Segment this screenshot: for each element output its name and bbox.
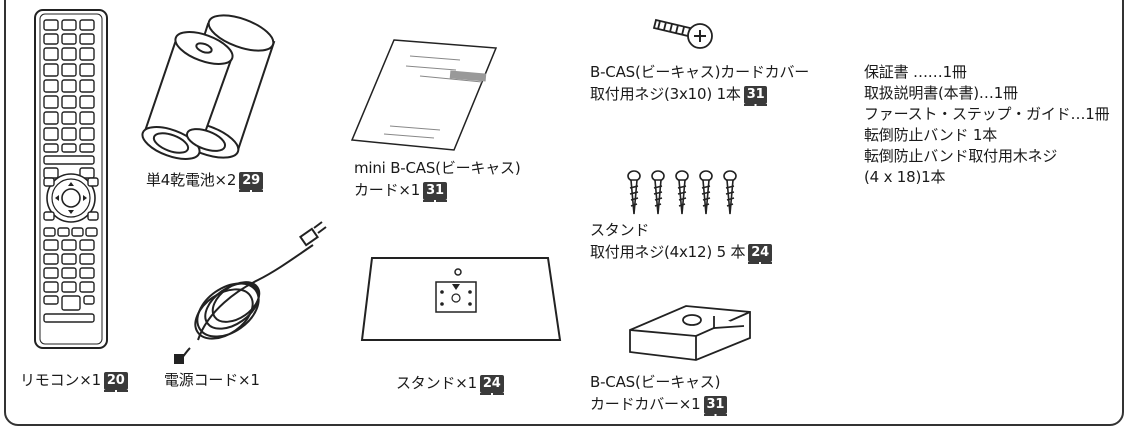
bcas-card-label-line1: mini B-CAS(ビーキャス): [354, 159, 521, 177]
wood-screw-item-line2: (4 x 18)1本: [864, 168, 946, 186]
stand-screws-illustration: [618, 170, 754, 220]
card-cover-label-line1: B-CAS(ビーキャス): [590, 373, 721, 391]
card-cover-page-badge[interactable]: 31: [703, 396, 728, 416]
remote-control-illustration: [32, 8, 110, 352]
stand-illustration: [356, 252, 566, 352]
bcas-card-cover-illustration: [624, 298, 756, 364]
first-step-guide-item: ファースト・ステップ・ガイド…1冊: [864, 105, 1110, 123]
warranty-item: 保証書 ……1冊: [864, 63, 967, 81]
stand-page-badge[interactable]: 24: [479, 375, 504, 395]
accessory-panel-frame: [4, 0, 1124, 426]
remote-page-badge[interactable]: 20: [103, 372, 128, 392]
stand-screws-label-line1: スタンド: [590, 221, 650, 239]
manual-item: 取扱説明書(本書)…1冊: [864, 84, 1018, 102]
aaa-batteries-illustration: [136, 12, 306, 162]
power-cord-label: 電源コード×1: [164, 371, 260, 389]
power-cord-illustration: [168, 220, 328, 368]
card-cover-screw-illustration: [652, 8, 720, 52]
stand-screws-page-badge[interactable]: 24: [748, 244, 772, 264]
bcas-card-page-badge[interactable]: 31: [423, 182, 447, 202]
bcas-card-illustration: [350, 36, 500, 154]
wood-screw-item-line1: 転倒防止バンド取付用木ネジ: [864, 147, 1058, 165]
batteries-page-badge[interactable]: 29: [239, 172, 263, 192]
cover-screw-label-line1: B-CAS(ビーキャス)カードカバー: [590, 63, 810, 81]
anti-tip-band-item: 転倒防止バンド 1本: [864, 126, 998, 144]
documents-list: 保証書 ……1冊 取扱説明書(本書)…1冊 ファースト・ステップ・ガイド…1冊 …: [864, 62, 1110, 188]
cover-screw-page-badge[interactable]: 31: [743, 86, 768, 106]
